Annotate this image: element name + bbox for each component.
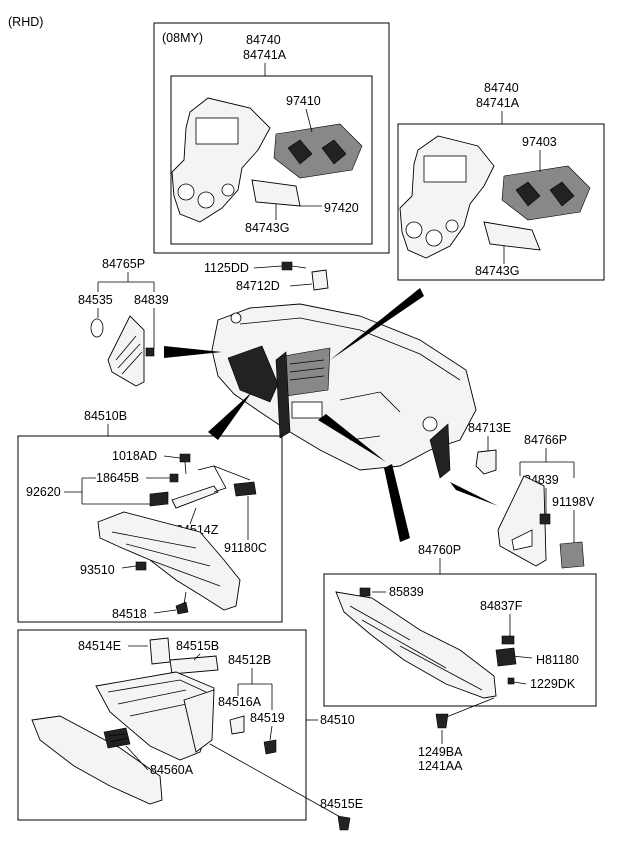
clip-84519 <box>263 739 277 755</box>
label-91180C: 91180C <box>224 541 267 555</box>
tray-84743G-b <box>483 221 541 251</box>
side-panel-84766P-group: 84713E 84766P 84839 91198V <box>468 421 595 569</box>
label-1125DD: 1125DD <box>204 261 249 275</box>
label-1241AA: 1241AA <box>418 759 463 773</box>
pointer-wedge-top <box>330 288 424 360</box>
box-84510B: 84510B 1018AD 18645B 92620 84514Z 91180C… <box>17 409 283 623</box>
tray-84743G-a <box>251 179 301 207</box>
label-84713E: 84713E <box>468 421 511 435</box>
label-84743G-b: 84743G <box>475 264 519 278</box>
label-84740-a: 84740 <box>246 33 281 47</box>
box-08my-cluster: (08MY) 84740 84741A 97410 97420 84743G <box>153 22 390 254</box>
label-84560A: 84560A <box>150 763 194 777</box>
label-84839-a: 84839 <box>134 293 169 307</box>
label-1229DK: 1229DK <box>530 677 576 691</box>
label-84712D: 84712D <box>236 279 280 293</box>
pointer-wedge-center <box>318 414 386 462</box>
label-84837F: 84837F <box>480 599 523 613</box>
glovebox-tub <box>95 671 215 761</box>
label-84510B: 84510B <box>84 409 127 423</box>
box-84510: 84514E 84515B 84512B 84516A 84519 84510 … <box>17 629 363 831</box>
label-H81180: H81180 <box>536 653 579 667</box>
label-84514E: 84514E <box>78 639 121 653</box>
label-84741A-a: 84741A <box>243 48 287 62</box>
plate-84514E <box>149 637 171 665</box>
label-84743G-a: 84743G <box>245 221 289 235</box>
label-97410: 97410 <box>286 94 321 108</box>
label-85839: 85839 <box>389 585 424 599</box>
label-84760P: 84760P <box>418 543 461 557</box>
label-84515B: 84515B <box>176 639 219 653</box>
pointer-wedge-right <box>450 482 498 506</box>
box-cluster-b: 84740 84741A 97403 84743G <box>397 81 605 281</box>
side-panel-84765P-group: 84765P 84535 84839 <box>78 257 169 387</box>
label-84765P: 84765P <box>102 257 145 271</box>
label-84512B: 84512B <box>228 653 271 667</box>
label-97420: 97420 <box>324 201 359 215</box>
dashboard-main <box>211 303 477 479</box>
label-91198V: 91198V <box>552 495 595 509</box>
air-vent-97403 <box>501 165 591 221</box>
center-fascia-panel-b <box>399 135 495 259</box>
label-84535: 84535 <box>78 293 113 307</box>
screw-1249BA <box>435 713 449 729</box>
bracket-84713E <box>475 449 497 475</box>
label-84766P: 84766P <box>524 433 567 447</box>
label-93510: 93510 <box>80 563 115 577</box>
strip-84515B <box>169 655 219 675</box>
box-08my-tag: (08MY) <box>162 31 203 45</box>
air-vent-97410 <box>273 123 363 179</box>
grill-91198V <box>559 541 585 569</box>
lower-panel-84760P <box>335 591 497 699</box>
pointer-wedge-bottom <box>384 464 410 542</box>
bolt-1125DD-group: 1125DD 84712D <box>204 261 329 293</box>
pointer-wedge-lower-left <box>208 392 252 440</box>
label-1018AD: 1018AD <box>112 449 157 463</box>
label-84741A-b: 84741A <box>476 96 520 110</box>
side-panel-84765P <box>107 315 145 387</box>
glovebox-lid <box>31 715 163 805</box>
rhd-label: (RHD) <box>8 15 43 29</box>
label-84515E: 84515E <box>320 797 363 811</box>
lower-panel-84510B <box>97 511 241 611</box>
center-fascia-panel-a <box>171 97 271 223</box>
label-84516A: 84516A <box>218 695 262 709</box>
label-18645B: 18645B <box>96 471 139 485</box>
bracket-84712D <box>311 269 329 291</box>
label-97403: 97403 <box>522 135 557 149</box>
screw-84515E <box>337 815 351 831</box>
label-84740-b: 84740 <box>484 81 519 95</box>
box-84760P: 84760P 85839 84837F H81180 1229DK 1249BA… <box>323 543 597 773</box>
label-84510: 84510 <box>320 713 355 727</box>
latch-84560A <box>103 727 131 749</box>
pointer-wedge-left <box>164 346 222 358</box>
rod-84514Z <box>171 485 219 509</box>
bumper-84516A <box>229 715 245 735</box>
label-84519: 84519 <box>250 711 285 725</box>
label-84518: 84518 <box>112 607 147 621</box>
label-92620: 92620 <box>26 485 61 499</box>
side-panel-84766P <box>497 475 547 567</box>
label-1249BA: 1249BA <box>418 745 463 759</box>
